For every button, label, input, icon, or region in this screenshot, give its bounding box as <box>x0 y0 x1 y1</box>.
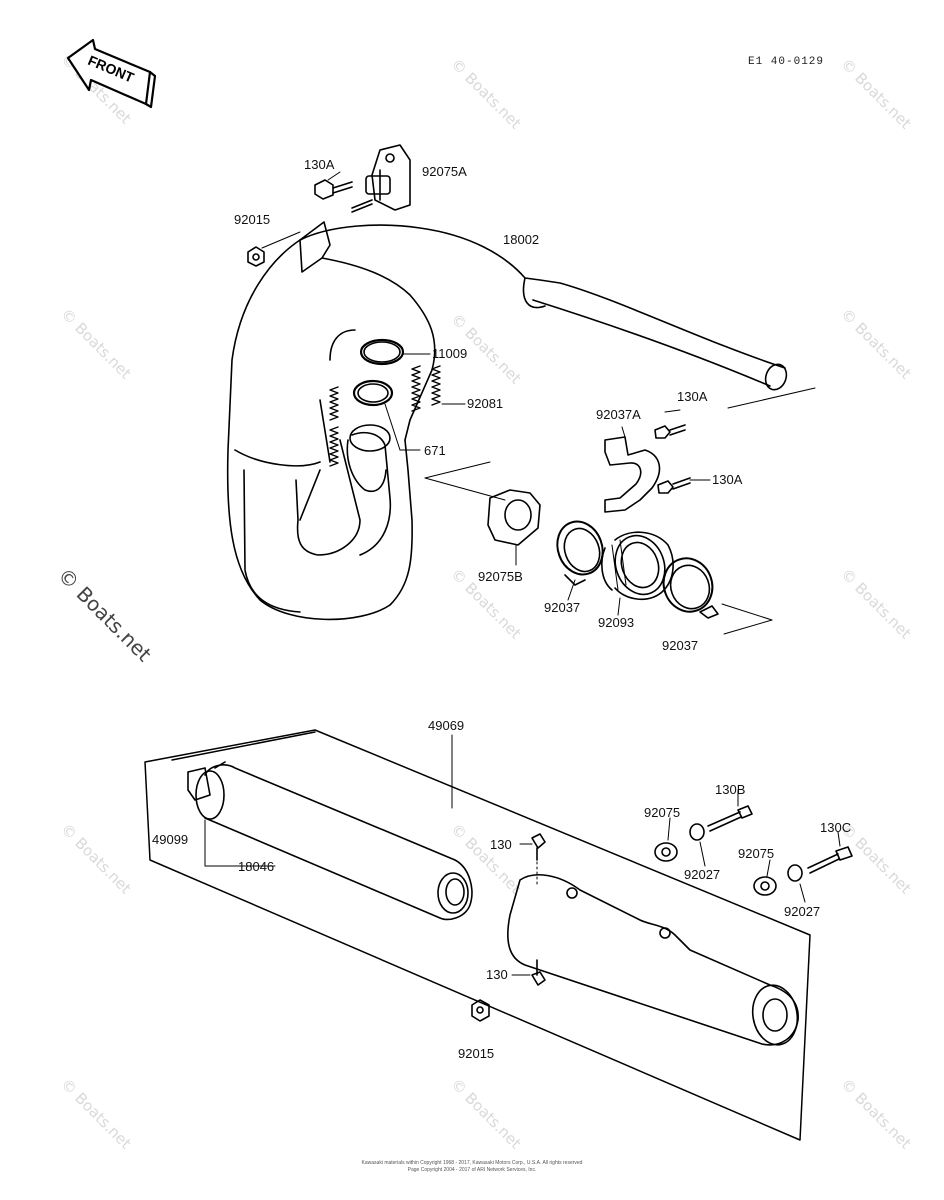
part-label: 92037 <box>544 600 581 615</box>
copyright-line-1: Kawasaki materials within Copyright 1968… <box>361 1160 583 1166</box>
part-label: 92081 <box>467 396 504 411</box>
grommet-92075-b <box>753 876 777 896</box>
part-label: 92015 <box>458 1046 495 1061</box>
bracket-92037a <box>604 426 661 513</box>
part-label: 130A <box>304 157 335 172</box>
bracket-92075a <box>365 144 411 211</box>
part-label: 92027 <box>684 867 721 882</box>
part-label: 92027 <box>784 904 821 919</box>
clamp-92037-right <box>662 557 719 619</box>
spring-92081 <box>411 365 441 412</box>
silencer-frame <box>144 729 811 1141</box>
rubber-92075b <box>487 489 541 566</box>
part-label: 130B <box>715 782 746 797</box>
bolt-130a-r2 <box>657 477 711 494</box>
part-label: 130 <box>486 967 508 982</box>
bolt-130a-r1 <box>654 409 686 439</box>
part-label: 92093 <box>598 615 635 630</box>
part-label: 92037A <box>596 407 641 422</box>
part-label: 92015 <box>234 212 271 227</box>
part-label: 18002 <box>503 232 540 247</box>
muffler-18046 <box>187 761 473 921</box>
part-label: 92075A <box>422 164 467 179</box>
copyright-line-2: Page Copyright 2004 - 2017 of ARI Networ… <box>407 1167 537 1173</box>
nut-92015-bottom <box>471 999 490 1022</box>
part-label: 11009 <box>432 346 468 361</box>
ring-671 <box>352 379 394 407</box>
diagram-code: E1 40-0129 <box>748 56 825 68</box>
part-label: 130A <box>712 472 743 487</box>
collar-92027-a <box>689 823 705 841</box>
front-arrow-icon <box>66 38 157 109</box>
bolt-130-top <box>519 833 546 886</box>
part-label: 92075 <box>644 805 681 820</box>
part-label: 92075B <box>478 569 523 584</box>
part-label: 92037 <box>662 638 699 653</box>
bolt-130b <box>707 805 753 832</box>
part-label: 671 <box>424 443 446 458</box>
nut-92015 <box>247 246 265 267</box>
boot-92093 <box>601 531 674 600</box>
part-label: 18046 <box>238 859 275 874</box>
grommet-92075-a <box>654 842 678 862</box>
part-label: 49099 <box>152 832 189 847</box>
bolt-130c <box>807 846 853 874</box>
part-label: 130 <box>490 837 512 852</box>
bolt-130-bottom <box>511 959 546 986</box>
bolt-130a <box>314 179 353 200</box>
collar-92027-b <box>787 864 803 882</box>
spring-chamber <box>329 386 339 467</box>
inlet-pipe <box>349 424 391 452</box>
part-label: 130A <box>677 389 708 404</box>
part-label: 92075 <box>738 846 775 861</box>
silencer-body <box>507 874 799 1046</box>
expansion-chamber-18002 <box>226 221 788 621</box>
part-label: 49069 <box>428 718 465 733</box>
part-label: 130C <box>820 820 852 835</box>
clamp-92037-left <box>556 520 604 586</box>
gasket-11009 <box>359 338 405 366</box>
